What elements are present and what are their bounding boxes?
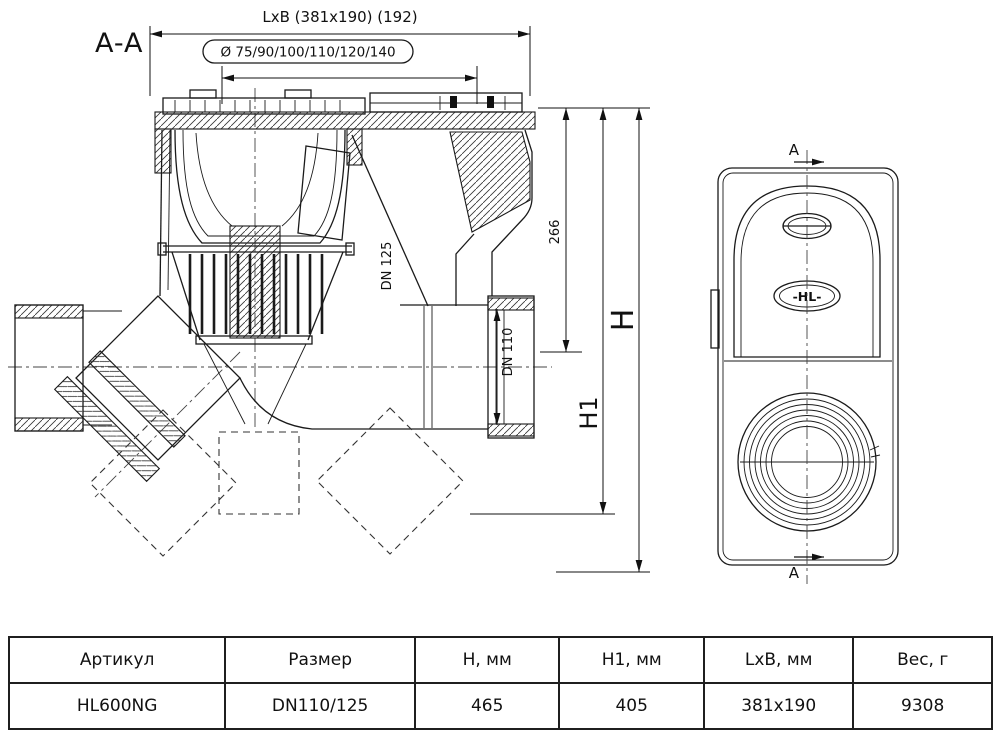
diameter-label-text: Ø 75/90/100/110/120/140 bbox=[220, 45, 395, 61]
dimensions: LxB (381x190) (192) Ø 75/90/100/110/120/… bbox=[149, 8, 650, 573]
dim-lxb-text: LxB (381x190) (192) bbox=[262, 8, 417, 26]
cell-h1: 405 bbox=[558, 682, 705, 730]
spec-table: Артикул Размер H, мм H1, мм LxB, мм Вес,… bbox=[7, 636, 993, 730]
a-marker-top-text: A bbox=[789, 141, 800, 159]
col-header-size: Размер bbox=[224, 636, 416, 684]
section-view: LxB (381x190) (192) Ø 75/90/100/110/120/… bbox=[8, 8, 650, 573]
top-view: -HL- A A bbox=[710, 141, 899, 584]
col-header-h: H, мм bbox=[413, 636, 561, 684]
col-header-article: Артикул bbox=[7, 636, 227, 684]
grate-top-ticks bbox=[174, 100, 341, 112]
dim-h1-text: H1 bbox=[575, 396, 603, 429]
drain-coil bbox=[737, 392, 881, 532]
col-header-weight: Вес, г bbox=[852, 636, 993, 684]
col-header-h1: H1, мм bbox=[558, 636, 705, 684]
access-cover bbox=[369, 92, 523, 113]
col-header-lxb: LxB, мм bbox=[702, 636, 855, 684]
cell-size: DN110/125 bbox=[224, 682, 416, 730]
cell-weight: 9308 bbox=[852, 682, 993, 730]
cell-h: 465 bbox=[413, 682, 561, 730]
cover-arch bbox=[724, 185, 892, 362]
left-stub-pipe bbox=[14, 304, 122, 432]
section-label: A-A bbox=[95, 28, 144, 59]
alternate-outlets-dashed bbox=[89, 407, 464, 557]
funnel-bell bbox=[174, 129, 346, 339]
diagonal-pipe bbox=[53, 295, 241, 483]
grate-bars bbox=[188, 254, 324, 334]
drain-body bbox=[159, 129, 533, 307]
dn125-text: DN 125 bbox=[380, 242, 395, 291]
drawing-canvas: LxB (381x190) (192) Ø 75/90/100/110/120/… bbox=[8, 8, 899, 584]
gravel-guard-grate bbox=[157, 242, 355, 345]
top-view-outline bbox=[717, 167, 899, 566]
side-tab bbox=[710, 289, 720, 349]
dn110-text: DN 110 bbox=[501, 328, 516, 377]
spec-table-header-row: Артикул Размер H, мм H1, мм LxB, мм Вес,… bbox=[7, 636, 993, 684]
backflow-flap bbox=[297, 145, 351, 241]
cell-lxb: 381x190 bbox=[702, 682, 855, 730]
flange-plate-hatch bbox=[154, 111, 536, 130]
spec-table-data-row: HL600NG DN110/125 465 405 381x190 9308 bbox=[7, 682, 993, 730]
a-marker-bottom-text: A bbox=[789, 564, 800, 582]
hl-logo-text: -HL- bbox=[793, 289, 822, 304]
section-line-a: A A bbox=[789, 141, 824, 584]
dim-h-text: H bbox=[606, 309, 641, 332]
cell-article: HL600NG bbox=[7, 682, 227, 730]
dim-266-text: 266 bbox=[548, 220, 563, 245]
flange-assembly bbox=[154, 89, 536, 174]
diameter-label-box bbox=[202, 39, 414, 64]
